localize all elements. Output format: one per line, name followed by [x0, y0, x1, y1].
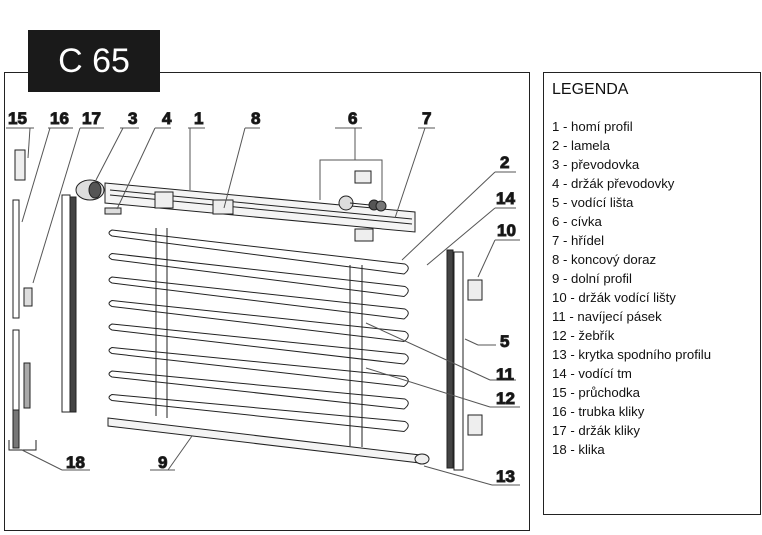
legend-item: 13 - krytka spodního profilu	[552, 347, 712, 362]
tilter-left	[154, 191, 174, 209]
tilter-right	[354, 228, 374, 242]
gearbox	[75, 179, 122, 215]
spool-assembly	[338, 170, 387, 212]
legend-item: 14 - vodící tm	[552, 366, 632, 381]
rail-bracket	[467, 279, 483, 301]
slat	[108, 370, 409, 410]
head-rail	[104, 182, 416, 233]
leader-lines	[6, 127, 520, 486]
legend-item: 17 - držák kliky	[552, 423, 640, 438]
slat	[108, 252, 409, 298]
callout-14: 14	[496, 189, 515, 208]
slat	[108, 276, 409, 320]
legend-item: 8 - koncový doraz	[552, 252, 657, 267]
callout-10: 10	[497, 221, 516, 240]
callout-18: 18	[66, 453, 85, 472]
legend-item: 6 - cívka	[552, 214, 602, 229]
callout-11: 11	[496, 365, 514, 384]
callout-9: 9	[158, 453, 167, 472]
legend-panel: LEGENDA 1 - homí profil 2 - lamela 3 - pře…	[543, 72, 761, 515]
end-cap	[414, 453, 430, 465]
legend-list: 1 - homí profil 2 - lamela 3 - převodovka 4…	[552, 117, 760, 459]
callout-16: 16	[50, 109, 69, 128]
callout-4: 4	[162, 109, 172, 128]
callout-6: 6	[348, 109, 357, 128]
callout-2: 2	[500, 153, 509, 172]
legend-item: 15 - průchodka	[552, 385, 640, 400]
callout-13: 13	[496, 467, 515, 486]
slat	[108, 346, 409, 388]
legend-item: 2 - lamela	[552, 138, 610, 153]
guide-rail-right	[446, 249, 464, 471]
callout-12: 12	[496, 389, 515, 408]
callout-8: 8	[251, 109, 260, 128]
legend-item: 11 - navíjecí pásek	[552, 309, 662, 324]
callout-15: 15	[8, 109, 27, 128]
legend-item: 16 - trubka kliky	[552, 404, 645, 419]
slat	[108, 323, 409, 365]
model-title: C 65	[28, 30, 160, 92]
legend-item: 10 - držák vodící lišty	[552, 290, 676, 305]
slats	[108, 229, 409, 433]
callout-1: 1	[194, 109, 203, 128]
callout-17: 17	[82, 109, 101, 128]
legend-item: 3 - převodovka	[552, 157, 640, 172]
legend-item: 12 - žebřík	[552, 328, 615, 343]
legend-item: 7 - hřídel	[552, 233, 605, 248]
rail-bracket	[467, 414, 483, 436]
guide-rail-left	[61, 194, 77, 413]
slat	[108, 393, 409, 433]
diagram-frame	[4, 72, 530, 531]
end-stop	[212, 199, 234, 215]
callout-3: 3	[128, 109, 137, 128]
legend-item: 18 - klika	[552, 442, 605, 457]
exploded-blind-diagram: 15 16 17 3 4 1 8 6 7 2 14 10 5 11 12 13 …	[6, 109, 520, 487]
crank-parts	[8, 149, 37, 451]
slat	[108, 299, 409, 343]
legend-item: 1 - homí profil	[552, 119, 633, 134]
callout-7: 7	[422, 109, 431, 128]
legend-item: 9 - dolní profil	[552, 271, 632, 286]
legend-item: 5 - vodící lišta	[552, 195, 634, 210]
ladder-tapes	[155, 228, 363, 447]
legend-heading: LEGENDA	[552, 81, 629, 98]
callout-5: 5	[500, 332, 509, 351]
slat	[108, 229, 409, 275]
legend-item: 4 - držák převodovky	[552, 176, 675, 191]
